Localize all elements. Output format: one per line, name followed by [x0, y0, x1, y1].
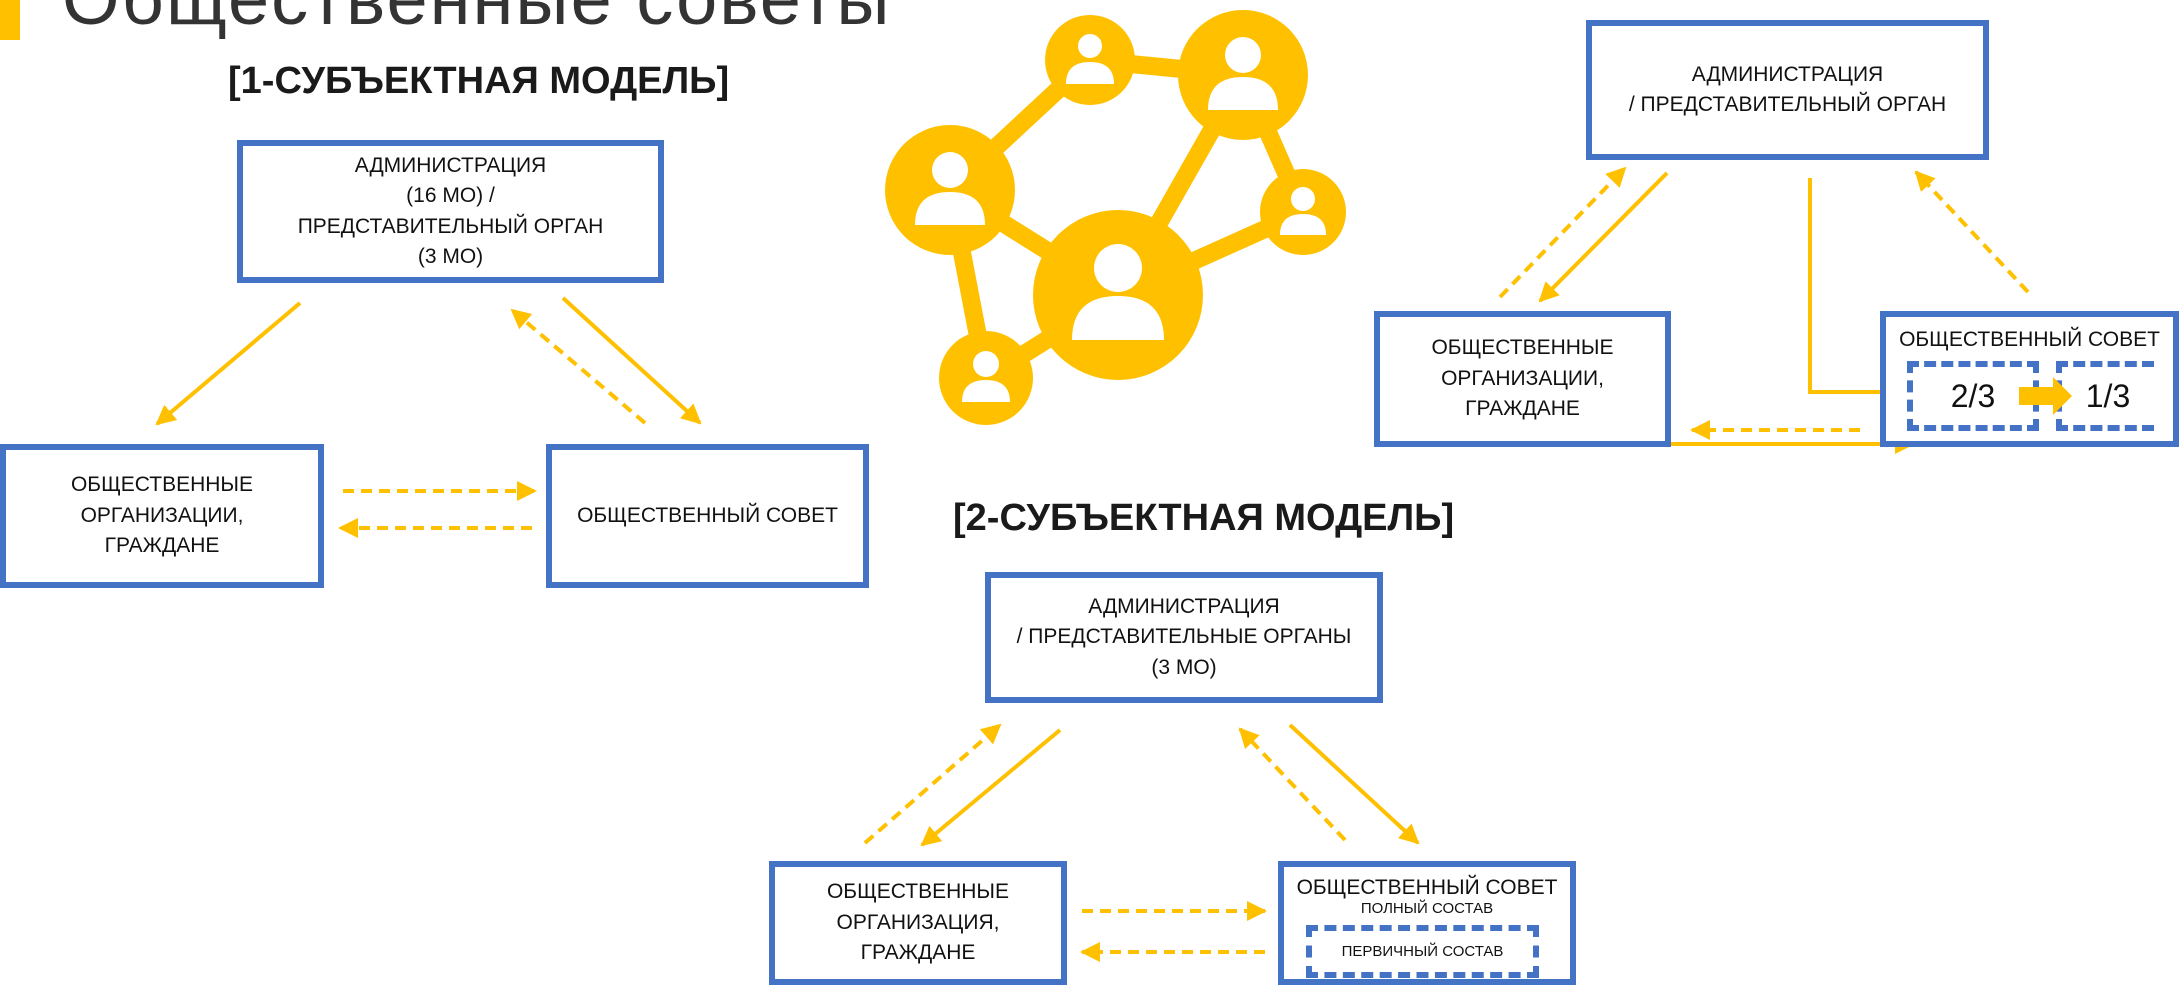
right-public-orgs-box: ОБЩЕСТВЕННЫЕ ОРГАНИЗАЦИИ, ГРАЖДАНЕ	[1374, 311, 1671, 447]
right-orgs-line-2: ОРГАНИЗАЦИИ,	[1441, 366, 1604, 390]
m2-admin-to-orgs-arrow	[920, 728, 1062, 847]
model2-orgs-line-2: ОРГАНИЗАЦИЯ,	[836, 910, 1000, 934]
model1-admin-line-3: ПРЕДСТАВИТЕЛЬНЫЙ ОРГАН	[297, 214, 604, 238]
model1-orgs-line-1: ОБЩЕСТВЕННЫЕ	[70, 473, 254, 497]
right-council-part-1-3: 1/3	[2056, 361, 2154, 431]
model2-admin-line-3: (3 МО)	[1151, 655, 1217, 679]
model1-admin-line-2: (16 МО) /	[406, 184, 495, 208]
model2-heading: [2-СУБЪЕКТНАЯ МОДЕЛЬ]	[953, 497, 1455, 539]
model2-admin-box: АДМИНИСТРАЦИЯ / ПРЕДСТАВИТЕЛЬНЫЕ ОРГАНЫ …	[985, 572, 1383, 703]
m1-admin-to-council-arrow	[561, 296, 702, 425]
right-admin-line-2: / ПРЕДСТАВИТЕЛЬНЫЙ ОРГАН	[1628, 93, 1947, 116]
model1-admin-line-1: АДМИНИСТРАЦИЯ	[354, 153, 547, 177]
model2-admin-line-2: / ПРЕДСТАВИТЕЛЬНЫЕ ОРГАНЫ	[1016, 625, 1352, 649]
right-orgs-line-1: ОБЩЕСТВЕННЫЕ	[1431, 336, 1614, 360]
m2-admin-to-council-arrow	[1288, 723, 1420, 845]
mr-orgs-to-admin-dashed-arrow	[1498, 166, 1627, 299]
right-admin-box: АДМИНИСТРАЦИЯ / ПРЕДСТАВИТЕЛЬНЫЙ ОРГАН	[1586, 20, 1989, 160]
m2-orgs-to-admin-dashed-arrow	[863, 723, 1002, 845]
model1-admin-box: АДМИНИСТРАЦИЯ (16 МО) / ПРЕДСТАВИТЕЛЬНЫЙ…	[237, 140, 664, 283]
m1-admin-to-orgs-arrow	[155, 301, 302, 426]
model1-public-orgs-box: ОБЩЕСТВЕННЫЕ ОРГАНИЗАЦИИ, ГРАЖДАНЕ	[0, 444, 324, 588]
model1-council-label: ОБЩЕСТВЕННЫЙ СОВЕТ	[577, 503, 838, 527]
right-council-label: ОБЩЕСТВЕННЫЙ СОВЕТ	[1899, 328, 2160, 351]
model1-orgs-line-2: ОРГАНИЗАЦИИ,	[80, 503, 244, 527]
model2-full-composition-label: ПОЛНЫЙ СОСТАВ	[1360, 900, 1494, 918]
right-admin-line-1: АДМИНИСТРАЦИЯ	[1691, 62, 1884, 86]
model2-primary-composition-box: ПЕРВИЧНЫЙ СОСТАВ	[1306, 925, 1539, 978]
model1-council-box: ОБЩЕСТВЕННЫЙ СОВЕТ	[546, 444, 869, 588]
right-council-part-2-3: 2/3	[1907, 361, 2039, 431]
model2-orgs-line-1: ОБЩЕСТВЕННЫЕ	[826, 880, 1010, 904]
model2-council-label: ОБЩЕСТВЕННЫЙ СОВЕТ	[1296, 876, 1558, 899]
mr-admin-to-orgs-arrow	[1538, 171, 1669, 303]
people-network-icon	[885, 10, 1346, 425]
mr-council-to-admin-dashed-arrow	[1914, 170, 2030, 294]
model1-orgs-line-3: ГРАЖДАНЕ	[104, 534, 220, 558]
slide-title: Общественные советы	[62, 0, 892, 41]
model1-heading: [1-СУБЪЕКТНАЯ МОДЕЛЬ]	[228, 60, 730, 102]
model1-admin-line-4: (3 МО)	[417, 244, 484, 268]
mr-admin-to-council-arrow	[1808, 178, 1915, 402]
right-orgs-line-3: ГРАЖДАНЕ	[1465, 397, 1580, 421]
model2-orgs-line-3: ГРАЖДАНЕ	[860, 941, 976, 965]
m1-council-to-admin-dashed-arrow	[510, 308, 647, 425]
m2-council-to-admin-dashed-arrow	[1238, 727, 1347, 842]
model2-public-orgs-box: ОБЩЕСТВЕННЫЕ ОРГАНИЗАЦИЯ, ГРАЖДАНЕ	[769, 861, 1067, 985]
model2-admin-line-1: АДМИНИСТРАЦИЯ	[1088, 594, 1280, 618]
title-accent-bar	[0, 0, 20, 40]
